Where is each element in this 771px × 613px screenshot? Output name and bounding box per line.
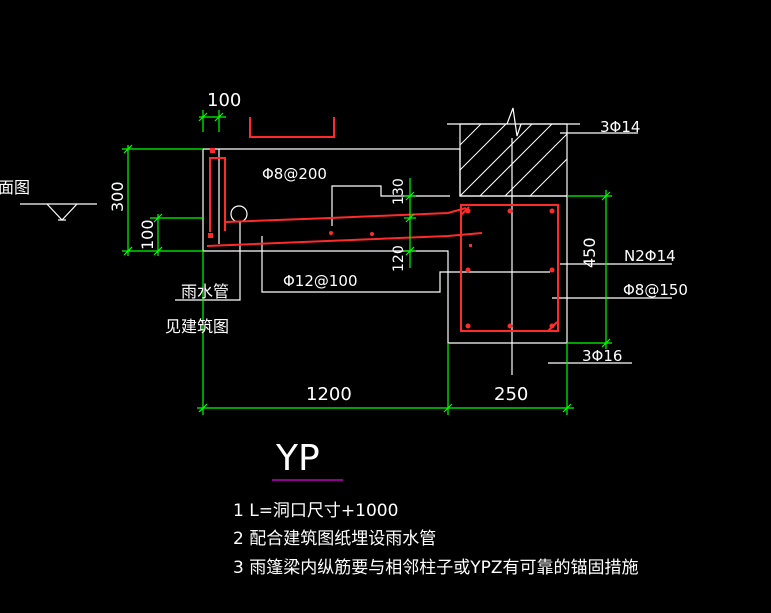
- label-width-250: 250: [494, 384, 528, 405]
- label-beam-side: N2Φ14: [624, 247, 676, 265]
- upper-wall: [459, 123, 568, 197]
- dimensions: [122, 110, 612, 415]
- notes: 1 L=洞口尺寸+1000 2 配合建筑图纸埋设雨水管 3 雨篷梁内纵筋要与相邻…: [233, 501, 639, 578]
- rain-pipe: [230, 205, 248, 223]
- label-pipe-line2: 见建筑图: [165, 317, 229, 336]
- label-height-100: 100: [138, 219, 157, 250]
- label-beam-bottom: 3Φ16: [582, 347, 622, 365]
- label-beam-height: 450: [580, 237, 599, 268]
- label-bar-top: Φ8@200: [262, 165, 327, 183]
- label-dim-130: 130: [391, 178, 407, 205]
- beam-stirrup: [460, 204, 559, 332]
- note-2: 2 配合建筑图纸埋设雨水管: [233, 529, 436, 549]
- drawing-title: YP: [275, 438, 320, 479]
- rebar-dots: [208, 148, 555, 329]
- label-bar-bottom: Φ12@100: [283, 272, 358, 290]
- label-top-chan: 100: [207, 90, 241, 111]
- label-beam-top: 3Φ14: [600, 118, 640, 136]
- label-left-fragment: 面图: [0, 178, 30, 197]
- note-1: 1 L=洞口尺寸+1000: [233, 501, 398, 521]
- concrete-outline: [20, 107, 672, 375]
- label-beam-stirrup: Φ8@150: [623, 281, 688, 299]
- label-pipe-line1: 雨水管: [181, 282, 229, 301]
- label-height-300: 300: [108, 181, 127, 212]
- rebar: [206, 117, 559, 332]
- labels: 100 面图 300 100 Φ8@200 130 120 Φ12@100 雨水…: [0, 90, 688, 405]
- label-dim-120: 120: [391, 245, 407, 272]
- wall-hatch: [459, 123, 568, 197]
- note-3: 3 雨篷梁内纵筋要与相邻柱子或YPZ有可靠的锚固措施: [233, 558, 639, 578]
- top-channel: [249, 117, 335, 138]
- label-width-1200: 1200: [306, 384, 352, 405]
